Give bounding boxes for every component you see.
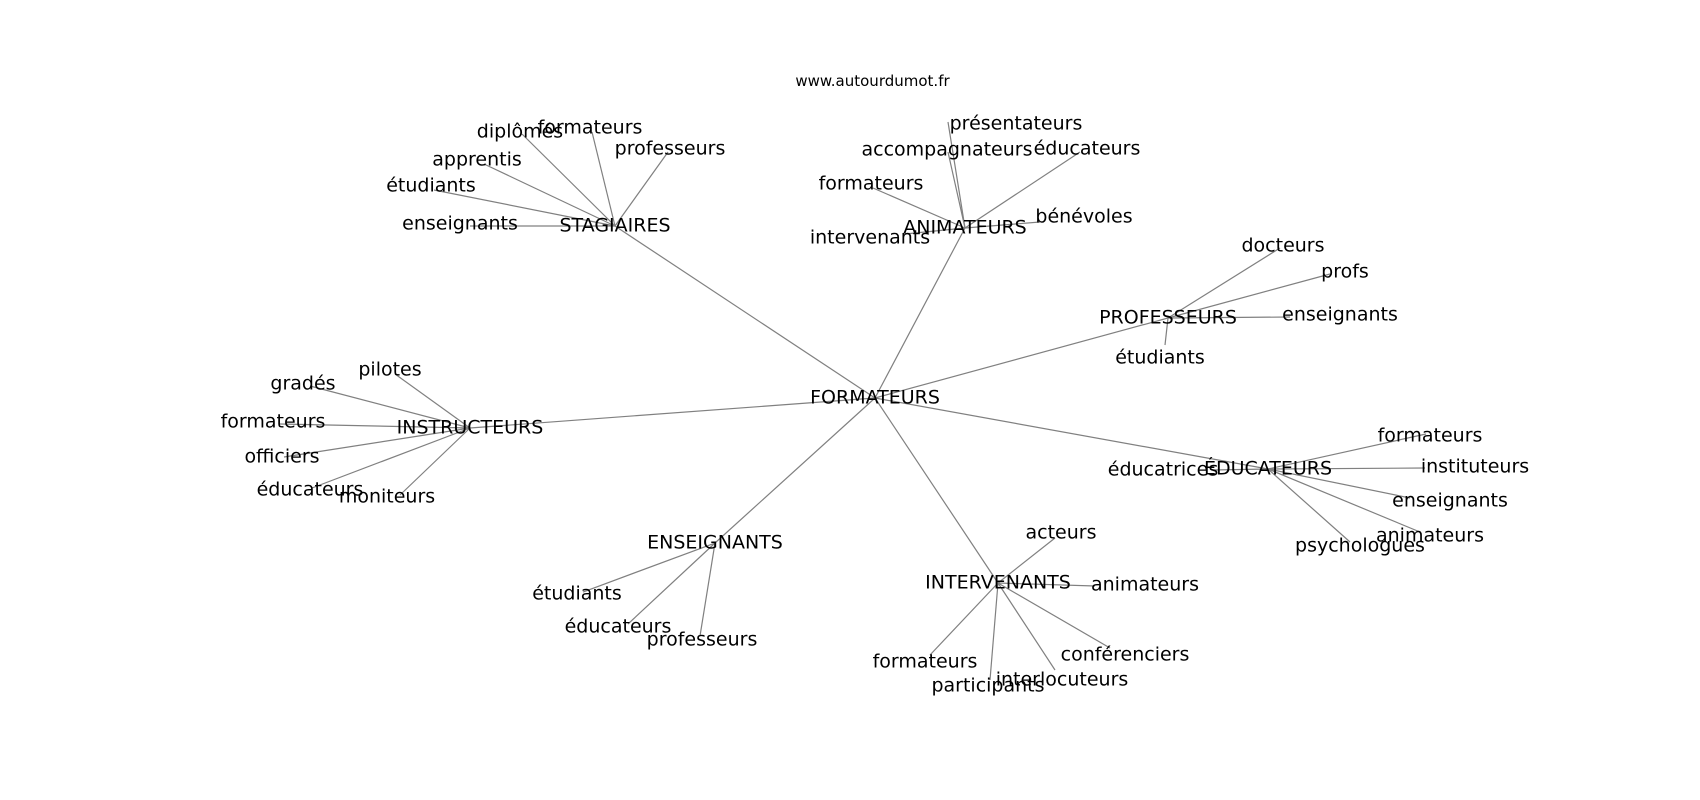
edge-center-to-3 bbox=[469, 397, 876, 429]
leaf-label: éducatrices bbox=[1108, 459, 1218, 481]
edge-hub-0-leaf-1 bbox=[591, 131, 616, 227]
leaf-label: officiers bbox=[244, 446, 319, 468]
edge-hub-1-leaf-4 bbox=[964, 221, 1041, 229]
leaf-label: accompagnateurs bbox=[861, 139, 1032, 161]
leaf-label: animateurs bbox=[1091, 574, 1199, 596]
leaf-label: intervenants bbox=[810, 227, 930, 249]
edge-hub-6-leaf-5 bbox=[989, 582, 999, 681]
leaf-label: éducateurs bbox=[1034, 138, 1141, 160]
leaf-label: enseignants bbox=[402, 213, 518, 235]
edge-hub-1-leaf-1 bbox=[947, 151, 966, 229]
edge-center-to-4 bbox=[874, 397, 1269, 470]
edge-hub-2-leaf-2 bbox=[1167, 316, 1291, 319]
hub-label: INSTRUCTEURS bbox=[397, 417, 544, 439]
leaf-label: formateurs bbox=[819, 173, 924, 195]
leaf-label: présentateurs bbox=[950, 113, 1083, 135]
leaf-label: instituteurs bbox=[1421, 456, 1529, 478]
leaf-label: étudiants bbox=[532, 583, 622, 605]
leaf-label: animateurs bbox=[1376, 525, 1484, 547]
edge-hub-2-leaf-0 bbox=[1167, 247, 1281, 319]
leaf-label: formateurs bbox=[1378, 425, 1483, 447]
edge-hub-3-leaf-3 bbox=[283, 427, 471, 458]
leaf-label: docteurs bbox=[1241, 235, 1324, 257]
edge-hub-5-leaf-2 bbox=[699, 542, 716, 637]
leaf-label: acteurs bbox=[1026, 522, 1097, 544]
leaf-label: formateurs bbox=[221, 411, 326, 433]
edge-hub-0-leaf-3 bbox=[483, 163, 616, 227]
edge-hub-3-leaf-5 bbox=[399, 427, 471, 496]
edge-hub-3-leaf-4 bbox=[311, 427, 471, 489]
leaf-label: apprentis bbox=[432, 149, 522, 171]
edge-hub-6-leaf-1 bbox=[997, 582, 1096, 587]
edge-hub-1-leaf-3 bbox=[872, 187, 966, 229]
edge-hub-2-leaf-3 bbox=[1164, 317, 1169, 346]
edge-hub-5-leaf-0 bbox=[582, 542, 716, 593]
edge-hub-6-leaf-3 bbox=[997, 582, 1111, 649]
edge-hub-3-leaf-2 bbox=[279, 423, 471, 429]
leaf-label: psychologues bbox=[1295, 535, 1425, 557]
leaf-label: participants bbox=[931, 675, 1044, 697]
edge-hub-4-leaf-0 bbox=[1267, 433, 1427, 470]
hub-label: ÉDUCATEURS bbox=[1204, 457, 1332, 480]
leaf-label: formateurs bbox=[538, 117, 643, 139]
leaf-label: gradés bbox=[270, 373, 335, 395]
leaf-label: pilotes bbox=[358, 359, 421, 381]
edge-center-to-5 bbox=[714, 397, 876, 544]
edge-center-to-0 bbox=[614, 225, 876, 399]
leaf-label: bénévoles bbox=[1035, 206, 1132, 228]
hub-label: INTERVENANTS bbox=[925, 572, 1071, 594]
hub-label: PROFESSEURS bbox=[1099, 307, 1237, 329]
site-url: www.autourdumot.fr bbox=[795, 72, 950, 90]
leaf-label: étudiants bbox=[1115, 347, 1205, 369]
edge-hub-6-leaf-4 bbox=[997, 582, 1056, 671]
edge-hub-3-leaf-1 bbox=[309, 385, 471, 429]
edge-hub-1-leaf-0 bbox=[947, 121, 966, 229]
leaf-label: formateurs bbox=[873, 651, 978, 673]
hub-label: STAGIAIRES bbox=[559, 215, 670, 237]
edge-hub-4-leaf-5 bbox=[1267, 468, 1351, 543]
edge-hub-6-leaf-0 bbox=[997, 537, 1056, 584]
edge-hub-1-leaf-2 bbox=[964, 151, 1081, 229]
leaf-label: étudiants bbox=[386, 175, 476, 197]
leaf-label: professeurs bbox=[647, 629, 758, 651]
edge-hub-0-leaf-4 bbox=[433, 189, 616, 227]
center-node-label: FORMATEURS bbox=[810, 387, 940, 409]
edge-hub-3-leaf-0 bbox=[394, 373, 471, 429]
edge-hub-4-leaf-1 bbox=[1212, 468, 1269, 471]
leaf-label: enseignants bbox=[1392, 490, 1508, 512]
leaf-label: professeurs bbox=[615, 138, 726, 160]
hub-label: ENSEIGNANTS bbox=[647, 532, 783, 554]
edge-hub-4-leaf-4 bbox=[1267, 468, 1421, 533]
leaf-label: enseignants bbox=[1282, 304, 1398, 326]
edge-hub-2-leaf-1 bbox=[1167, 273, 1331, 319]
leaf-label: moniteurs bbox=[339, 486, 435, 508]
edge-hub-0-leaf-2 bbox=[614, 151, 669, 227]
leaf-label: profs bbox=[1321, 261, 1369, 283]
edge-hub-5-leaf-1 bbox=[627, 542, 716, 625]
edge-center-to-6 bbox=[874, 397, 999, 584]
leaf-label: diplômés bbox=[477, 121, 563, 143]
leaf-label: conférenciers bbox=[1061, 644, 1190, 666]
leaf-label: éducateurs bbox=[565, 616, 672, 638]
leaf-label: éducateurs bbox=[257, 479, 364, 501]
edge-hub-0-leaf-0 bbox=[521, 133, 616, 227]
edge-hub-4-leaf-3 bbox=[1267, 468, 1411, 499]
leaf-label: interlocuteurs bbox=[996, 669, 1129, 691]
edge-hub-6-leaf-2 bbox=[929, 582, 999, 656]
edge-center-to-1 bbox=[874, 227, 966, 399]
edge-center-to-2 bbox=[874, 317, 1169, 399]
edge-hub-1-leaf-5 bbox=[904, 227, 966, 235]
edge-hub-4-leaf-2 bbox=[1267, 467, 1426, 470]
hub-label: ANIMATEURS bbox=[903, 217, 1027, 239]
